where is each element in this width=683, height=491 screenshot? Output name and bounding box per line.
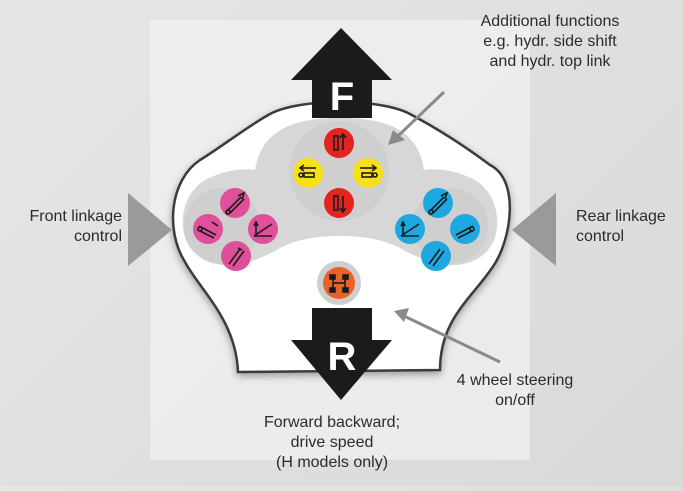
front-linkage-buttons [184,188,278,271]
lift-icon [400,220,420,237]
lower-icon [228,247,245,267]
rear-linkage-pointer [512,193,556,266]
four-wheel-steering-icon [329,274,349,293]
steering-pointer [394,308,501,364]
cylinder-up-icon [333,132,347,151]
four-wheel-steering-label: 4 wheel steering on/off [456,372,574,409]
forward-letter: F [330,75,354,119]
front-linkage-pointer [128,193,172,266]
front-tilt-horizontal-button[interactable] [193,214,223,244]
tilt-up-icon [225,191,246,215]
additional-pointer [388,90,446,145]
lower-icon [428,248,445,267]
shift-right-icon [360,164,378,178]
forward-arrow-shape[interactable] [291,28,392,118]
rear-linkage-buttons [395,188,488,271]
tilt-horizontal-icon [455,225,475,239]
reverse-arrow[interactable]: R [291,308,392,400]
front-lift-button[interactable] [248,214,278,244]
reverse-arrow-shape[interactable] [291,308,392,400]
rear-tilt-horizontal-button[interactable] [450,214,480,244]
front-linkage-label: Front linkage control [29,208,123,245]
front-tilt-up-button[interactable] [220,188,250,218]
cylinder-up-button[interactable] [324,128,354,158]
cylinder-down-icon [333,195,347,214]
rear-tilt-up-button[interactable] [423,188,453,218]
shift-left-button[interactable] [293,158,323,188]
shift-left-icon [298,164,316,178]
cylinder-down-button[interactable] [324,188,354,218]
rear-lift-button[interactable] [395,214,425,244]
additional-functions-label: Additional functions e.g. hydr. side shi… [480,13,620,70]
reverse-letter: R [328,335,357,379]
four-wheel-steering-button[interactable] [317,261,361,305]
tilt-horizontal-icon [197,221,219,239]
front-lower-button[interactable] [221,241,251,271]
rear-lower-button[interactable] [421,241,451,271]
additional-function-buttons [289,121,389,221]
shift-right-button[interactable] [353,158,383,188]
forward-backward-label: Forward backward; drive speed (H models … [263,414,401,471]
forward-arrow[interactable]: F [291,28,392,119]
rear-linkage-label: Rear linkage control [576,208,666,245]
tilt-up-icon [428,191,449,215]
lift-icon [253,220,273,237]
